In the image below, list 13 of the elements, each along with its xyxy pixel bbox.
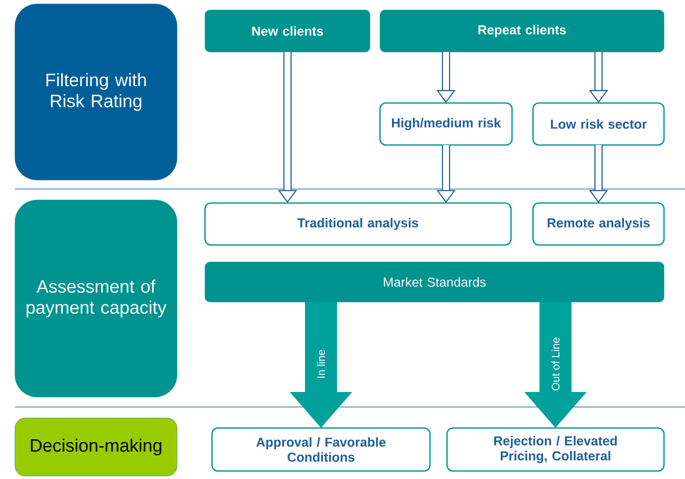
standards-bar: Market Standards (204, 262, 664, 302)
process-box: Remote analysis (532, 202, 665, 246)
process-box: Approval / Favorable Conditions (211, 427, 431, 472)
process-box: Low risk sector (532, 102, 665, 146)
category-box: New clients (204, 10, 370, 52)
category-box: Repeat clients (380, 10, 664, 52)
edge-label: Out of Line (550, 336, 561, 392)
process-box: Rejection / Elevated Pricing, Collateral (446, 427, 665, 472)
process-box: Traditional analysis (204, 202, 512, 246)
stage-panel: Filtering with Risk Rating (14, 4, 178, 180)
process-box: High/medium risk (379, 102, 513, 146)
stage-panel: Decision-making (14, 418, 178, 476)
stage-panel: Assessment of payment capacity (14, 200, 178, 398)
